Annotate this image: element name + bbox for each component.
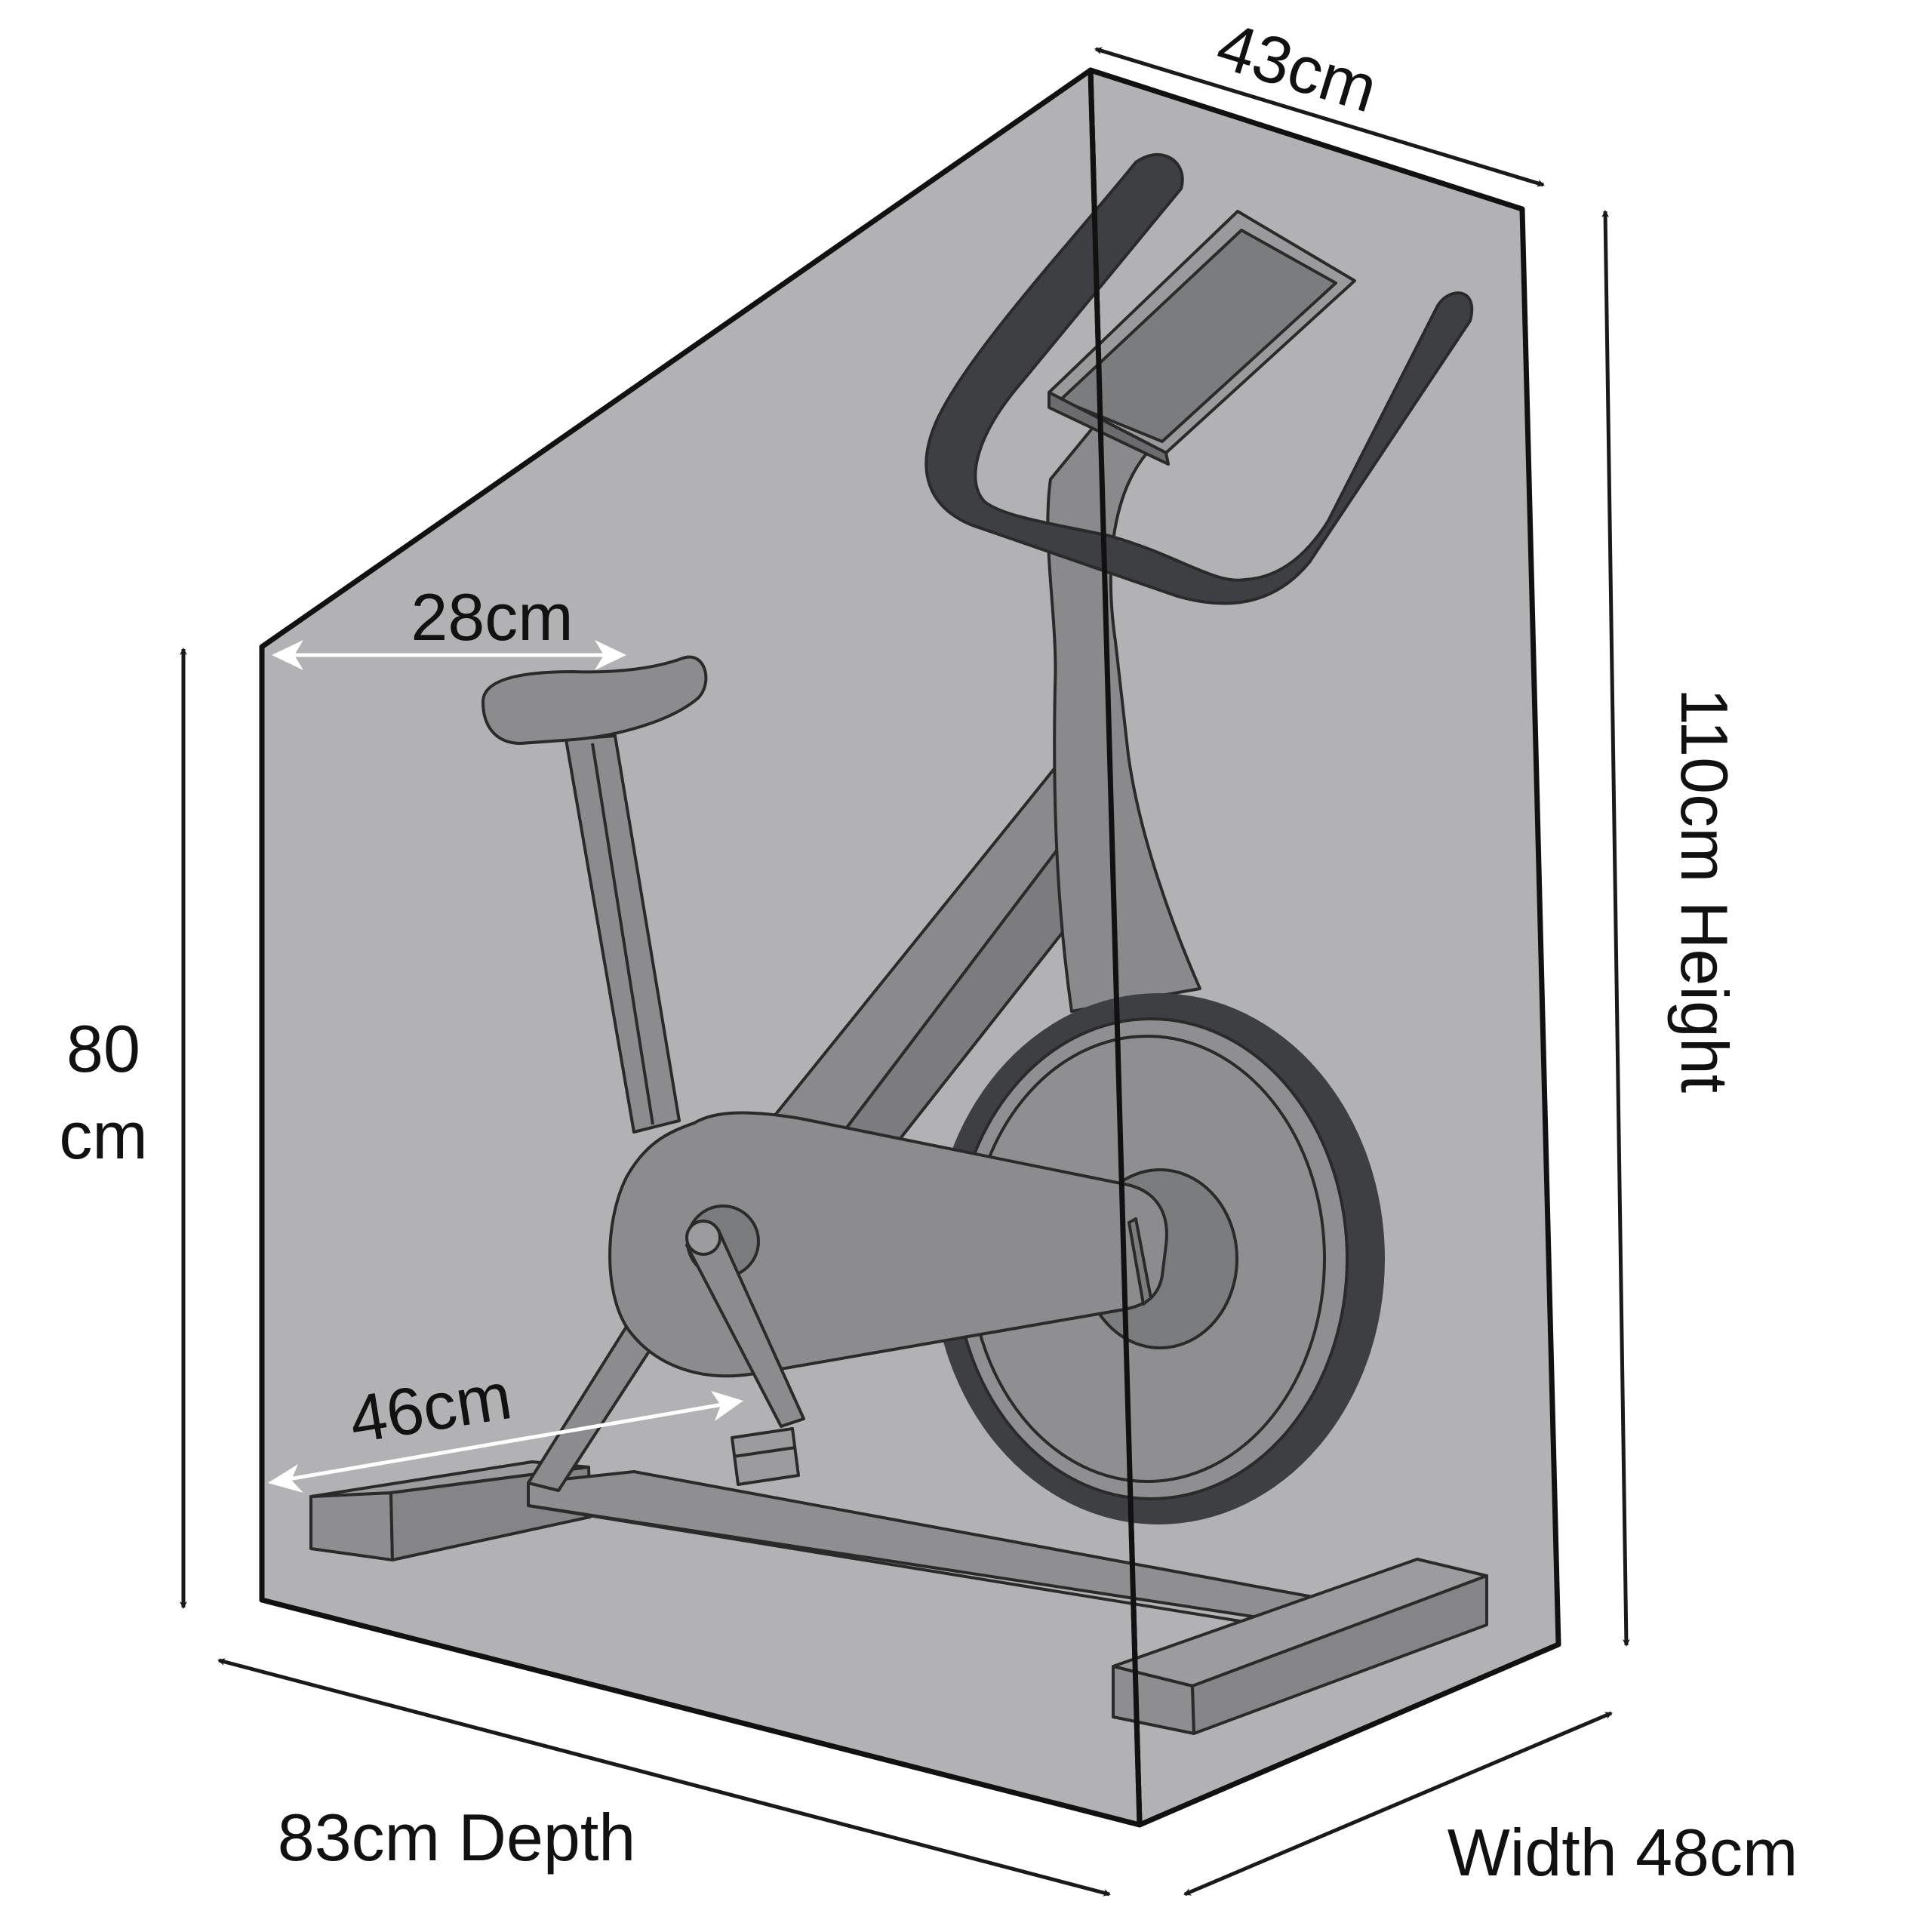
exercise-bike	[309, 153, 1488, 1735]
dimension-line-depth	[217, 1658, 1111, 1897]
cover-seam	[1088, 69, 1143, 1826]
label-front-height-value: 80	[66, 1011, 140, 1086]
console-screen	[1048, 210, 1356, 466]
dimension-line-top-width	[1094, 47, 1545, 187]
label-seat-offset: 28cm	[411, 580, 573, 654]
crank-pedal	[685, 1204, 805, 1486]
label-front-height-unit: cm	[59, 1098, 147, 1173]
dimension-line-seat-offset	[272, 640, 626, 670]
handlebars	[924, 153, 1474, 605]
seat	[481, 655, 708, 745]
label-height: 110cm Height	[1667, 688, 1742, 1093]
dimension-line-base-depth	[268, 1391, 743, 1493]
label-depth: 83cm Depth	[278, 1800, 635, 1875]
dimension-line-width	[1183, 1711, 1613, 1897]
label-width: Width 48cm	[1447, 1815, 1798, 1890]
dimension-lines	[180, 47, 1630, 1897]
dimension-line-height	[1601, 210, 1630, 1647]
